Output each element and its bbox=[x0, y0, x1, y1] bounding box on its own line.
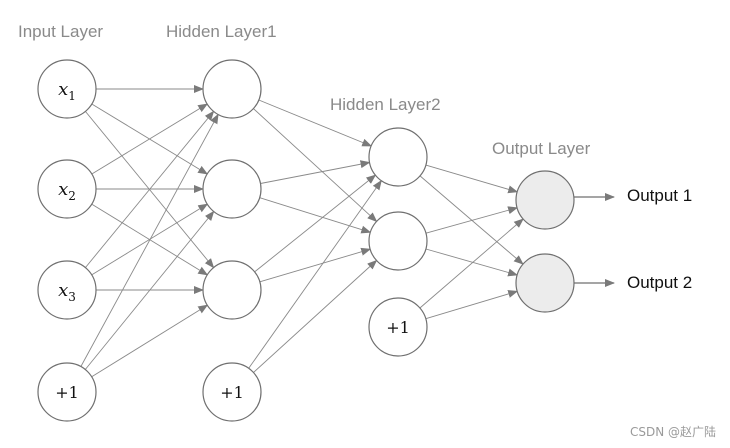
hidden1-node-2 bbox=[202, 159, 262, 219]
input-hidden1-edge-4-3 bbox=[91, 304, 209, 378]
hidden1-hidden2-edge-3-2 bbox=[259, 247, 372, 283]
hidden2-output-edge-3-1 bbox=[419, 218, 524, 309]
hidden-layer1-title: Hidden Layer1 bbox=[166, 22, 277, 41]
hidden1-hidden2-edge-2-1 bbox=[260, 160, 371, 184]
input-node-x3-label: x3 bbox=[58, 280, 76, 304]
hidden2-output-edge-2-2 bbox=[425, 248, 519, 277]
input-hidden1-edge-3-2 bbox=[91, 203, 209, 276]
hidden2-node-2 bbox=[368, 211, 428, 271]
output1-label: Output 1 bbox=[627, 186, 692, 205]
hidden1-hidden2-edge-2-2 bbox=[259, 197, 372, 234]
hidden1-node-1 bbox=[202, 59, 262, 119]
input-node-x3 bbox=[37, 260, 97, 320]
hidden-layer2: +1 bbox=[368, 127, 428, 357]
hidden1-node-3 bbox=[202, 260, 262, 320]
hidden2-output-edge-1-1 bbox=[425, 164, 519, 194]
input-bias-label: +1 bbox=[55, 383, 79, 402]
hidden1-hidden2-edge-1-2 bbox=[253, 108, 378, 223]
hidden1-hidden2-edge-4-1 bbox=[248, 179, 382, 369]
hidden2-bias-label: +1 bbox=[386, 318, 410, 337]
input-hidden1-edge-4-2 bbox=[84, 210, 215, 370]
hidden2-output-edge-2-1 bbox=[425, 206, 519, 234]
watermark: CSDN @赵广陆 bbox=[630, 424, 716, 439]
hidden-layer2-title: Hidden Layer2 bbox=[330, 95, 441, 114]
hidden1-bias-label: +1 bbox=[220, 383, 244, 402]
connections bbox=[80, 85, 524, 378]
input-node-x1 bbox=[37, 59, 97, 119]
hidden1-bias-node bbox=[202, 362, 262, 422]
output-node-1 bbox=[515, 170, 575, 230]
input-hidden1-edge-4-1 bbox=[80, 113, 219, 367]
hidden1-hidden2-edge-4-2 bbox=[253, 259, 378, 373]
input-node-x2 bbox=[37, 159, 97, 219]
hidden2-bias-node bbox=[368, 297, 428, 357]
output-layer-title: Output Layer bbox=[492, 139, 591, 158]
input-bias-node bbox=[37, 362, 97, 422]
input-node-x1-label: x1 bbox=[58, 79, 76, 103]
output-node-2 bbox=[515, 253, 575, 313]
input-hidden1-edge-2-1 bbox=[91, 103, 209, 175]
hidden1-hidden2-edge-3-1 bbox=[254, 174, 377, 273]
hidden1-hidden2-edge-1-1 bbox=[258, 99, 373, 147]
hidden2-output-edge-3-2 bbox=[425, 290, 519, 320]
hidden-layer1: +1 bbox=[202, 59, 262, 422]
input-hidden1-edge-3-1 bbox=[85, 110, 215, 268]
input-node-x2-label: x2 bbox=[58, 179, 76, 203]
input-layer: x1 x2 x3 +1 bbox=[37, 59, 97, 422]
output2-label: Output 2 bbox=[627, 273, 692, 292]
hidden2-output-edge-1-2 bbox=[419, 175, 524, 265]
output-layer: Output 1 Output 2 bbox=[515, 170, 692, 313]
hidden2-node-1 bbox=[368, 127, 428, 187]
input-layer-title: Input Layer bbox=[18, 22, 103, 41]
